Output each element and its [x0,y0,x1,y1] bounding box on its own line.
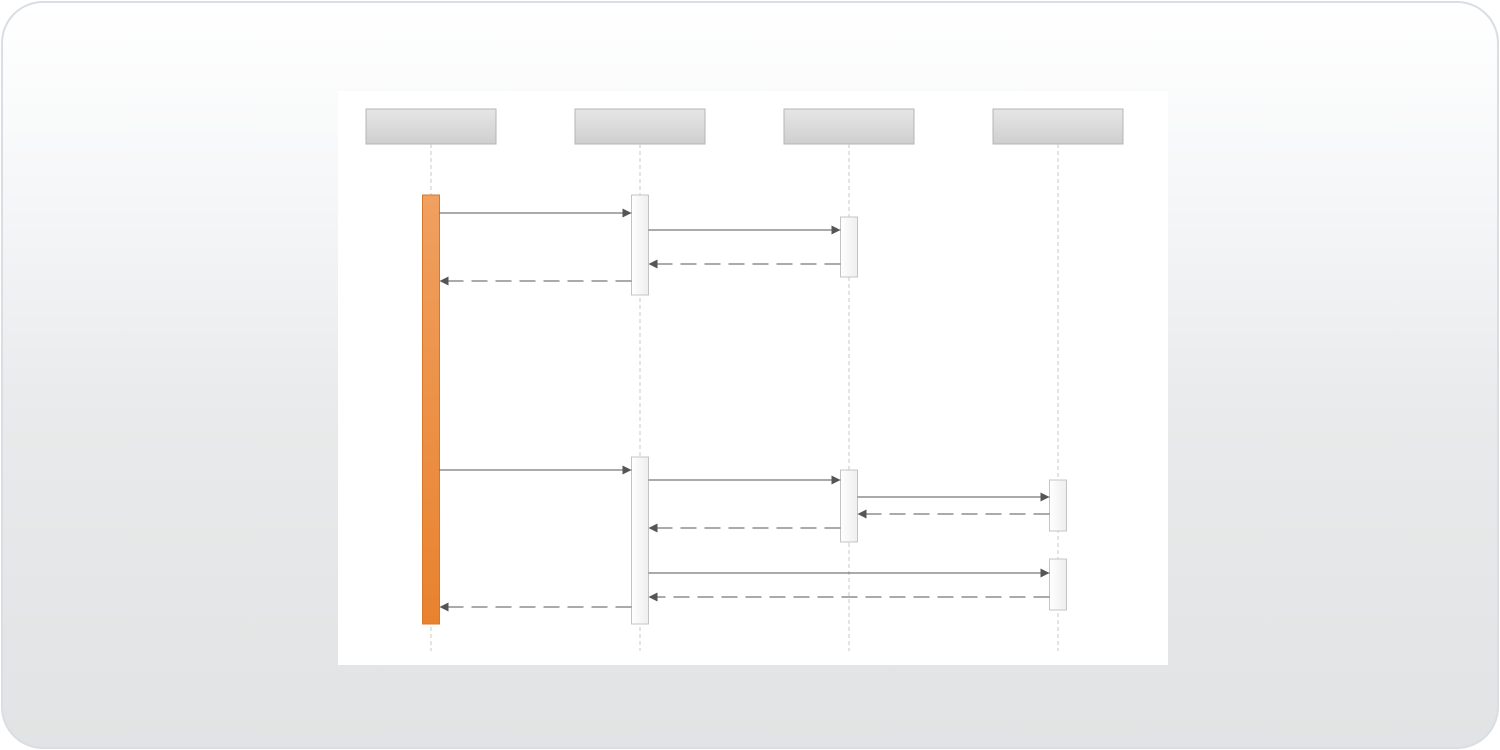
participant-header-p2 [574,108,706,145]
participant-header-p3 [783,108,915,145]
activation-bar-p3-4 [840,469,858,543]
participant-header-p1 [365,108,497,145]
participant-p4 [992,108,1124,651]
participant-p3 [783,108,915,651]
activation-bar-p3-2 [840,216,858,278]
sequence-diagram [365,108,1124,651]
activation-bar-p1-0 [422,194,440,625]
activation-bar-p2-3 [631,456,649,625]
diagram-canvas [338,91,1168,665]
activation-bar-p2-1 [631,194,649,296]
activation-bar-p4-5 [1049,479,1067,532]
participant-header-p4 [992,108,1124,145]
activation-bar-p4-6 [1049,558,1067,611]
